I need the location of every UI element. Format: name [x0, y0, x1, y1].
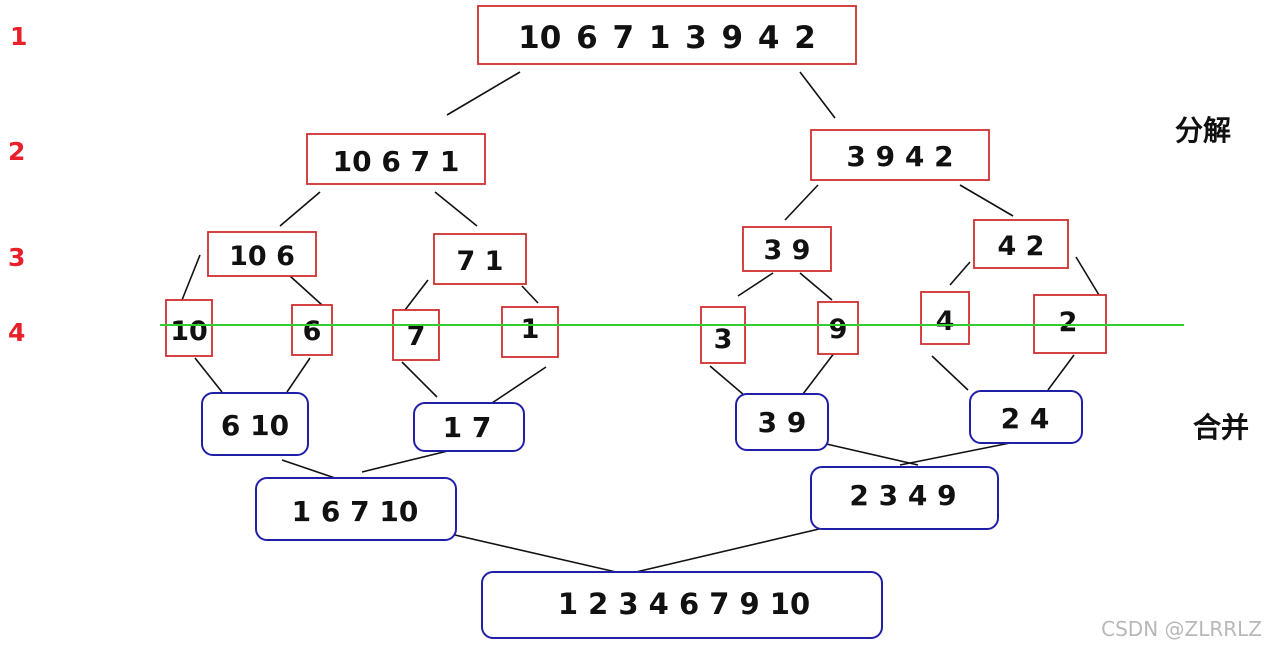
split-box-level4-value: 1 [521, 314, 540, 345]
split-box-level2-right-value: 3 9 4 2 [846, 140, 953, 173]
split-box-level4: 10 [165, 299, 213, 357]
merge-box-pair: 1 7 [413, 402, 525, 452]
merge-box-pair-value: 3 9 [758, 406, 807, 439]
connector-line [635, 524, 837, 573]
connector-line [1075, 256, 1100, 296]
connectors [181, 71, 1100, 573]
connector-line [799, 71, 836, 119]
split-box-level3-value: 7 1 [457, 246, 504, 277]
split-box-level4-value: 10 [170, 316, 208, 347]
merge-box-pair: 6 10 [201, 392, 309, 456]
split-box-level4: 3 [700, 306, 746, 364]
merge-boxes: 6 10 1 7 3 9 2 4 1 6 7 10 2 3 4 9 1 2 3 … [201, 390, 1083, 639]
connector-line [737, 272, 774, 297]
merge-label: 合并 [1193, 411, 1249, 444]
connector-line [434, 191, 478, 227]
connector-line [454, 534, 617, 573]
split-box-level3: 7 1 [433, 233, 527, 285]
connector-line [491, 366, 547, 404]
split-box-level1-value: 10 6 7 1 3 9 4 2 [518, 20, 816, 56]
connector-line [709, 365, 745, 396]
merge-box-result: 1 2 3 4 6 7 9 10 [481, 571, 883, 639]
merge-box-half: 2 3 4 9 [810, 466, 999, 530]
merge-box-half-value: 2 3 4 9 [849, 479, 956, 512]
split-box-level4: 4 [920, 291, 970, 345]
connector-line [899, 442, 1011, 466]
merge-box-pair: 3 9 [735, 393, 829, 451]
split-box-level4: 9 [817, 301, 859, 355]
connector-line [279, 191, 321, 227]
connector-line [959, 184, 1014, 217]
split-box-level1: 10 6 7 1 3 9 4 2 [477, 5, 857, 65]
connector-line [281, 459, 336, 479]
connector-line [949, 261, 971, 286]
connector-line [286, 357, 311, 393]
connector-line [821, 442, 919, 466]
split-box-level4: 6 [291, 304, 333, 356]
connector-line [802, 347, 839, 395]
split-boxes: 10 6 7 1 3 9 4 2 10 6 7 1 3 9 4 2 10 6 7… [165, 5, 1107, 364]
split-box-level3-value: 4 2 [998, 231, 1045, 262]
connector-line [404, 279, 429, 311]
connector-line [289, 275, 323, 306]
merge-box-half: 1 6 7 10 [255, 477, 457, 541]
merge-box-pair-value: 6 10 [221, 409, 289, 442]
connector-line [401, 361, 438, 398]
watermark: CSDN @ZLRRLZ [1101, 617, 1262, 641]
connector-line [446, 71, 521, 116]
split-box-level3: 3 9 [742, 226, 832, 272]
split-box-level4-value: 3 [714, 324, 733, 355]
split-box-level4-value: 4 [936, 306, 955, 337]
merge-box-pair-value: 1 7 [443, 411, 492, 444]
connector-line [194, 357, 223, 393]
connector-line [181, 254, 201, 301]
level-label-2: 2 [8, 137, 25, 166]
connector-line [784, 184, 819, 221]
split-box-level3: 4 2 [973, 219, 1069, 269]
split-box-level2-left: 10 6 7 1 [306, 133, 486, 185]
level-label-1: 1 [10, 22, 27, 51]
level-label-3: 3 [8, 243, 25, 272]
split-box-level4-value: 2 [1059, 307, 1078, 338]
split-box-level4: 1 [501, 306, 559, 358]
merge-box-result-value: 1 2 3 4 6 7 9 10 [558, 587, 810, 621]
split-box-level4: 7 [392, 309, 440, 361]
split-box-level3-value: 10 6 [229, 241, 295, 272]
split-box-level2-left-value: 10 6 7 1 [333, 145, 460, 178]
level-label-4: 4 [8, 318, 25, 347]
merge-box-pair-value: 2 4 [1001, 402, 1050, 435]
connector-line [931, 355, 969, 391]
split-box-level4-value: 7 [407, 321, 426, 352]
split-box-level2-right: 3 9 4 2 [810, 129, 990, 181]
split-box-level3-value: 3 9 [764, 235, 811, 266]
split-label: 分解 [1175, 114, 1231, 147]
connector-line [521, 285, 539, 304]
split-box-level4-value: 9 [829, 314, 848, 345]
level-labels: 1 2 3 4 [8, 22, 27, 347]
connector-line [1047, 354, 1075, 391]
connector-line [799, 272, 833, 301]
split-box-level4-value: 6 [303, 316, 322, 347]
split-box-level3: 10 6 [207, 231, 317, 277]
merge-box-pair: 2 4 [969, 390, 1083, 444]
merge-box-half-value: 1 6 7 10 [292, 495, 419, 528]
